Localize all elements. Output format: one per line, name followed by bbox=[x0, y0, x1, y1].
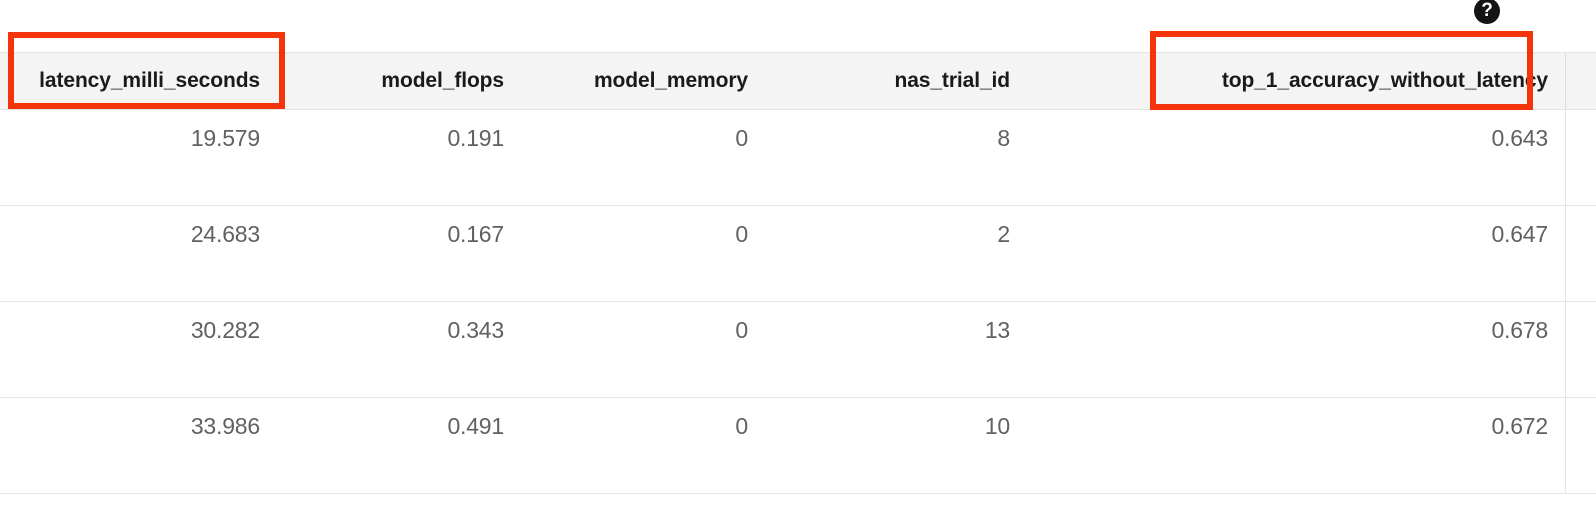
column-header-top-1-accuracy-without-latency[interactable]: top_1_accuracy_without_latency bbox=[1221, 69, 1548, 92]
cell-latency-milli-seconds: 33.986 bbox=[190, 413, 260, 439]
cell-top-1-accuracy-without-latency: 0.678 bbox=[1491, 317, 1548, 343]
column-header-model-memory[interactable]: model_memory bbox=[593, 69, 748, 92]
column-divider bbox=[1565, 302, 1566, 397]
table-header-row: latency_milli_seconds model_flops model_… bbox=[0, 52, 1596, 110]
cell-model-memory: 0 bbox=[735, 221, 748, 247]
cell-latency-milli-seconds: 30.282 bbox=[190, 317, 260, 343]
column-divider bbox=[1565, 110, 1566, 205]
cell-model-flops: 0.167 bbox=[447, 221, 504, 247]
cell-top-1-accuracy-without-latency: 0.643 bbox=[1491, 125, 1548, 151]
results-table: latency_milli_seconds model_flops model_… bbox=[0, 52, 1596, 494]
table-row[interactable]: 19.579 0.191 0 8 0.643 bbox=[0, 110, 1596, 206]
column-header-nas-trial-id[interactable]: nas_trial_id bbox=[894, 69, 1010, 92]
cell-nas-trial-id: 2 bbox=[997, 221, 1010, 247]
cell-model-flops: 0.491 bbox=[447, 413, 504, 439]
cell-nas-trial-id: 10 bbox=[984, 413, 1010, 439]
cell-nas-trial-id: 8 bbox=[997, 125, 1010, 151]
table-row[interactable]: 33.986 0.491 0 10 0.672 bbox=[0, 398, 1596, 494]
column-header-model-flops[interactable]: model_flops bbox=[381, 69, 504, 92]
cell-nas-trial-id: 13 bbox=[984, 317, 1010, 343]
cell-model-flops: 0.343 bbox=[447, 317, 504, 343]
table-toolbar-strip: ? bbox=[0, 0, 1596, 52]
cell-latency-milli-seconds: 24.683 bbox=[190, 221, 260, 247]
cell-latency-milli-seconds: 19.579 bbox=[190, 125, 260, 151]
table-row[interactable]: 30.282 0.343 0 13 0.678 bbox=[0, 302, 1596, 398]
column-header-overflow[interactable] bbox=[1566, 53, 1596, 109]
cell-overflow bbox=[1566, 398, 1596, 493]
cell-model-memory: 0 bbox=[735, 317, 748, 343]
cell-model-memory: 0 bbox=[735, 413, 748, 439]
help-circle-icon[interactable]: ? bbox=[1474, 0, 1500, 24]
cell-top-1-accuracy-without-latency: 0.647 bbox=[1491, 221, 1548, 247]
column-header-latency-milli-seconds[interactable]: latency_milli_seconds bbox=[39, 69, 260, 92]
cell-model-memory: 0 bbox=[735, 125, 748, 151]
table-row[interactable]: 24.683 0.167 0 2 0.647 bbox=[0, 206, 1596, 302]
column-divider bbox=[1565, 206, 1566, 301]
cell-overflow bbox=[1566, 302, 1596, 397]
cell-top-1-accuracy-without-latency: 0.672 bbox=[1491, 413, 1548, 439]
cell-overflow bbox=[1566, 206, 1596, 301]
column-divider bbox=[1565, 53, 1566, 109]
cell-overflow bbox=[1566, 110, 1596, 205]
column-divider bbox=[1565, 398, 1566, 493]
cell-model-flops: 0.191 bbox=[447, 125, 504, 151]
